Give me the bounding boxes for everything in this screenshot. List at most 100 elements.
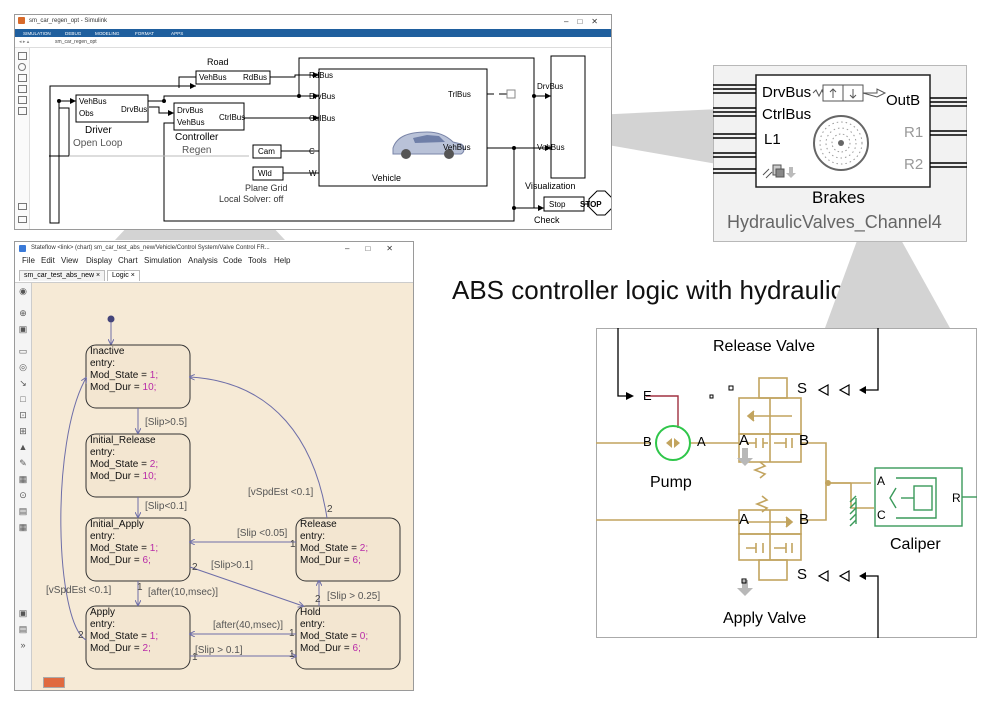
brakes-in-drvbus: DrvBus [762, 84, 812, 101]
tab-logic[interactable]: Logic × [107, 270, 140, 281]
menu-display[interactable]: Display [86, 256, 113, 265]
state-line: Mod_State = 1; [90, 631, 158, 643]
state-line: Mod_State = 2; [90, 459, 158, 471]
fit-view-icon[interactable]: ▣ [18, 324, 28, 334]
state-entry: entry: [300, 619, 326, 630]
stateflow-left-toolbar: ◉ ⊕ ▣ ▭ ◎ ↘ □ ⊡ ⊞ ▲ ✎ ▦ ⊙ ▤ ▦ ▣ ▤ » [15, 283, 32, 690]
camera-icon[interactable] [18, 203, 27, 210]
matlab-function-icon[interactable]: ▲ [18, 442, 28, 452]
driver-name: Driver [85, 125, 112, 136]
state-var: Mod_Dur = [90, 555, 143, 566]
small-port-icon [728, 385, 734, 391]
stateflow-window-buttons[interactable]: –□✕ [345, 244, 409, 253]
simulink-function-icon[interactable]: ⊞ [19, 426, 27, 436]
state-hold[interactable] [295, 605, 401, 670]
simulink-window-buttons[interactable]: –□✕ [564, 17, 607, 26]
state-line: Mod_State = 2; [300, 543, 368, 555]
ribbon-tab-simulation[interactable]: SIMULATION [23, 30, 51, 36]
grid-icon[interactable]: ▦ [18, 522, 28, 532]
priority-number: 1 [137, 582, 143, 593]
ribbon-tab-debug[interactable]: DEBUG [65, 30, 82, 36]
ribbon-tab-modeling[interactable]: MODELING [95, 30, 120, 36]
stop-block[interactable] [588, 190, 611, 216]
transition-label: [Slip>0.5] [145, 417, 187, 428]
nav-arrows-icon[interactable]: ◂ ▸ ▴ [19, 39, 30, 45]
ribbon-tab-format[interactable]: FORMAT [135, 30, 155, 36]
state-name: Hold [300, 607, 321, 618]
image-tool-icon[interactable]: ▤ [18, 506, 28, 516]
menu-chart[interactable]: Chart [118, 256, 138, 265]
ground-icon [849, 495, 857, 527]
controller-block[interactable] [173, 102, 245, 131]
state-entry: entry: [90, 447, 116, 458]
stateflow-menubar: File Edit View Display Chart Simulation … [15, 255, 413, 268]
menu-simulation[interactable]: Simulation [144, 256, 182, 265]
menu-edit[interactable]: Edit [41, 256, 55, 265]
default-transition-icon[interactable]: ↘ [19, 378, 27, 388]
tab-model[interactable]: sm_car_test_abs_new × [19, 270, 106, 281]
terminator-icon [506, 89, 516, 99]
close-icon[interactable]: × [96, 272, 101, 279]
state-var: Mod_Dur = [90, 382, 143, 393]
annotation-icon[interactable] [18, 107, 27, 115]
history-junction-icon[interactable]: ◎ [19, 362, 27, 372]
box-tool-icon[interactable]: □ [20, 394, 26, 404]
caliper-port-r: R [952, 491, 961, 505]
transition-initapply-to-hold [189, 566, 303, 606]
state-line: Mod_State = 1; [90, 370, 158, 382]
release-port-a: A [739, 432, 750, 449]
menu-view[interactable]: View [61, 256, 79, 265]
brakes-name: Brakes [812, 188, 865, 207]
priority-number: 1 [192, 652, 198, 663]
arrow-icon[interactable] [18, 85, 27, 93]
simulink-titlebar: sm_car_regen_opt - Simulink –□✕ [15, 15, 611, 29]
tab-model-label: sm_car_test_abs_new [24, 272, 95, 279]
state-val: 10; [142, 382, 157, 393]
simulink-window: sm_car_regen_opt - Simulink –□✕ SIMULATI… [14, 14, 612, 230]
menu-file[interactable]: File [22, 256, 35, 265]
hide-icon[interactable]: ◉ [19, 286, 27, 296]
apply-valve-label: Apply Valve [723, 610, 807, 627]
state-val: 6; [142, 555, 151, 566]
camera-tool-icon[interactable]: ▣ [18, 608, 28, 618]
annotation-tool-icon[interactable]: ✎ [19, 458, 27, 468]
priority-number: 2 [192, 562, 198, 573]
visualization-block[interactable] [550, 55, 586, 179]
driver-variant: Open Loop [73, 138, 123, 149]
brakes-canvas [713, 74, 967, 188]
apply-port-a: A [739, 511, 750, 528]
state-tool-icon[interactable]: ▭ [18, 346, 28, 356]
brakes-out-r1: R1 [904, 124, 924, 141]
state-val: 10; [142, 471, 157, 482]
state-release[interactable] [295, 517, 401, 582]
driver-block[interactable] [75, 94, 149, 123]
zoom-icon[interactable] [18, 63, 26, 71]
status-bar-icons [43, 677, 65, 688]
function-icon[interactable]: ⊡ [19, 410, 27, 420]
more-icon[interactable]: » [20, 640, 26, 650]
expand-icon[interactable] [18, 216, 27, 223]
ribbon-tab-apps[interactable]: APPS [171, 30, 184, 36]
menu-code[interactable]: Code [223, 256, 243, 265]
table-icon[interactable]: ▦ [18, 474, 28, 484]
state-var: Mod_Dur = [90, 471, 143, 482]
state-release-text: Release entry: Mod_State = 2; Mod_Dur = … [300, 519, 368, 567]
image-icon[interactable] [18, 96, 27, 104]
state-val: 1; [149, 631, 159, 642]
close-icon[interactable]: × [130, 272, 135, 279]
radio-icon[interactable]: ⊙ [19, 490, 27, 500]
zoom-in-icon[interactable]: ⊕ [19, 308, 27, 318]
menu-tools[interactable]: Tools [248, 256, 267, 265]
vis-in-drvbus: DrvBus [537, 82, 564, 91]
state-apply[interactable] [85, 605, 191, 670]
explorer-icon[interactable]: ▤ [18, 624, 28, 634]
state-initial-apply-text: Initial_Apply entry: Mod_State = 1; Mod_… [90, 519, 158, 567]
vehicle-block[interactable] [318, 68, 488, 187]
menu-help[interactable]: Help [274, 256, 291, 265]
menu-analysis[interactable]: Analysis [188, 256, 218, 265]
road-in-port: VehBus [199, 73, 227, 82]
transition-label: [after(40,msec)] [213, 620, 284, 631]
state-entry: entry: [300, 531, 326, 542]
toolbar-icon[interactable] [18, 52, 27, 60]
fit-icon[interactable] [18, 74, 27, 82]
